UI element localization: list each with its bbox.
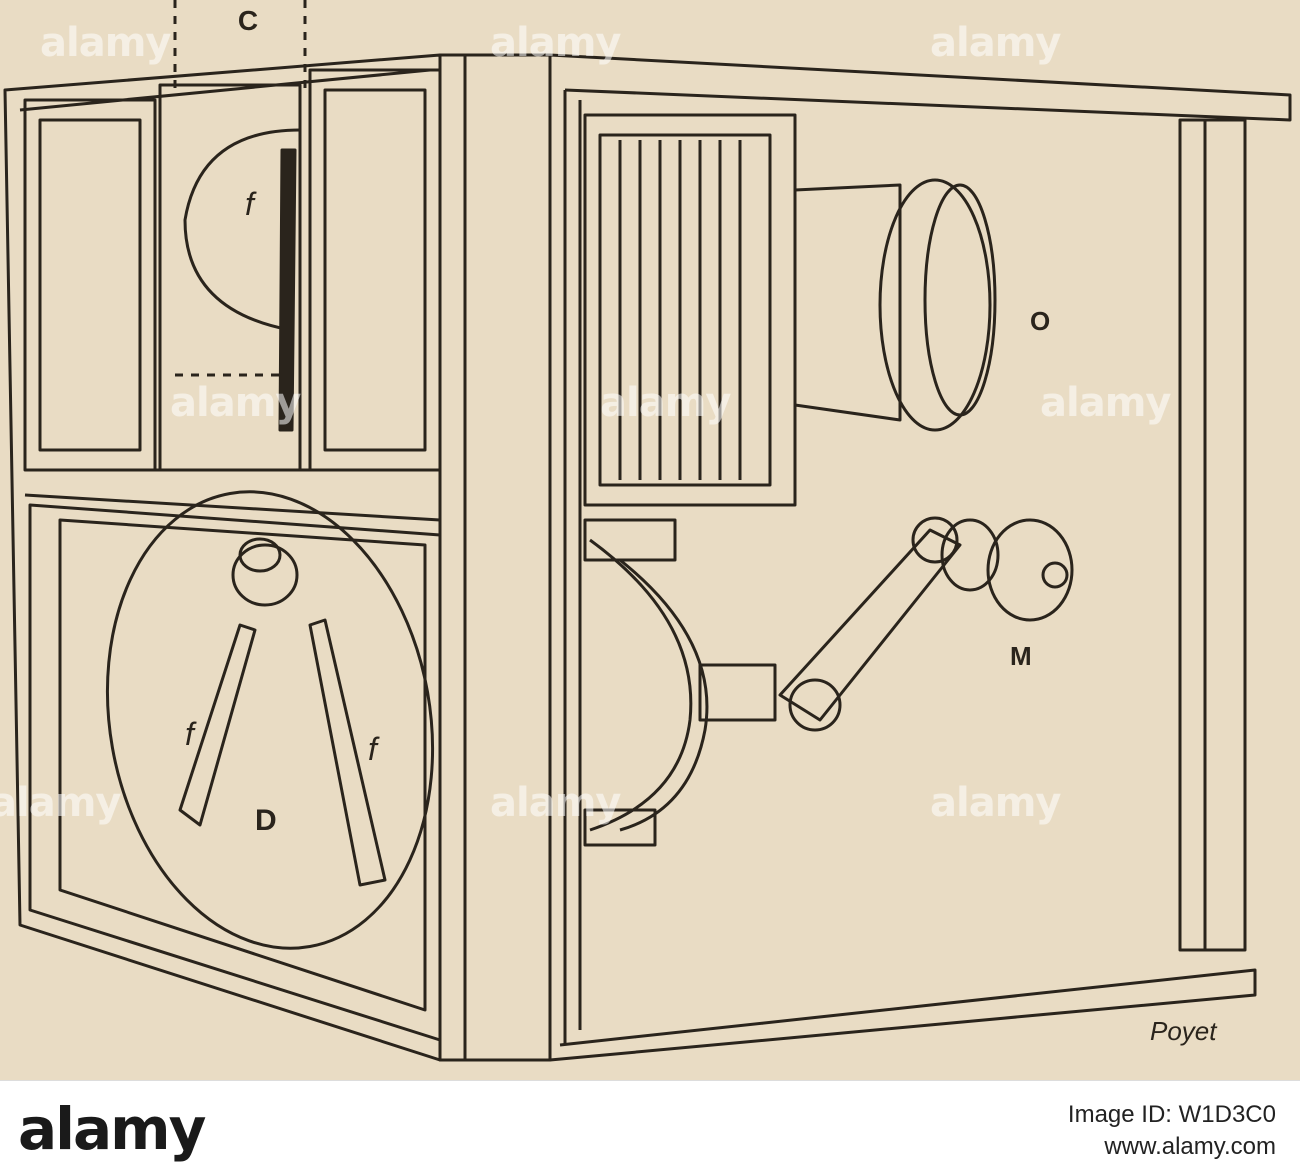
label-o: O [1030,306,1050,336]
watermark: alamy [1040,380,1171,426]
label-f-upper: f [245,186,257,222]
watermark: alamy [930,780,1061,826]
label-f-left: f [185,716,197,752]
label-c: C [238,5,258,36]
artist-signature: Poyet [1150,1016,1218,1046]
watermark: alamy [930,20,1061,66]
stock-footer-bar: alamy Image ID: W1D3C0 www.alamy.com [0,1080,1300,1172]
label-m: M [1010,641,1032,671]
image-id-text: Image ID: W1D3C0 [1067,1101,1276,1128]
footer-info: Image ID: W1D3C0 www.alamy.com [1068,1101,1276,1161]
alamy-logo[interactable]: alamy [18,1095,206,1163]
watermark: alamy [490,780,621,826]
watermark: alamy [490,20,621,66]
watermark: alamy [170,380,301,426]
site-url-link[interactable]: www.alamy.com [1104,1133,1276,1160]
label-d: D [255,804,277,837]
watermark: alamy [40,20,171,66]
label-f-right: f [368,731,380,767]
watermark: alamy [0,780,121,826]
camera-box-drawing: C O M D f f f Poyet [3,0,1292,1062]
engraving-illustration: C O M D f f f Poyet [3,0,1292,1062]
watermark: alamy [600,380,731,426]
